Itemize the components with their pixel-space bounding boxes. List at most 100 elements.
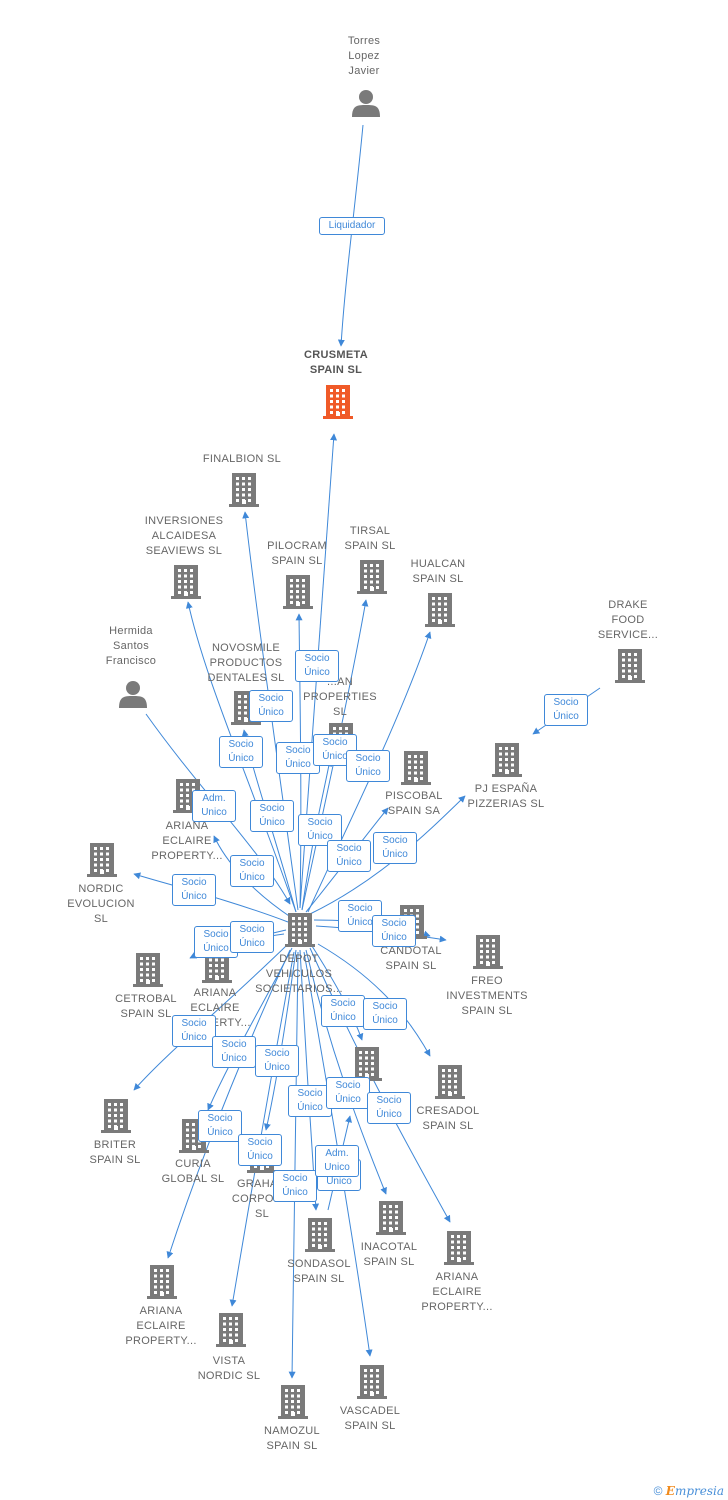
building-icon-midnode[interactable] [352, 1047, 382, 1081]
building-icon-sondasol[interactable] [305, 1218, 335, 1252]
relation-badge-hermida-depot[interactable]: Adm.Unico [192, 790, 236, 822]
relation-badge-text: Único [264, 1062, 290, 1073]
building-icon-ariana3[interactable] [444, 1231, 474, 1265]
relation-badge-midnode-sondasol[interactable]: Adm.Unico [315, 1145, 359, 1177]
node-label-finalbion[interactable]: FINALBION SL [182, 452, 302, 467]
building-icon-depot[interactable] [285, 913, 315, 947]
relation-badge-text: Único [282, 1187, 308, 1198]
relation-edge-depot-namozul [288, 951, 299, 1379]
person-icon-hermida[interactable] [119, 681, 147, 708]
relation-badge-text: Unico [324, 1162, 350, 1173]
building-icon-inacotal[interactable] [376, 1201, 406, 1235]
person-icon-torres[interactable] [352, 90, 380, 117]
building-icon-vascadel[interactable] [357, 1365, 387, 1399]
relation-badge-text: Socio [207, 1113, 233, 1124]
building-icon-crusmeta[interactable] [323, 385, 353, 419]
building-icon-freo[interactable] [473, 935, 503, 969]
building-icon-pilocram[interactable] [283, 575, 313, 609]
relation-badge-text: Único [258, 707, 284, 718]
building-icon-finalbion[interactable] [229, 473, 259, 507]
relation-badge-text: Socio [285, 745, 311, 756]
building-icon-briter[interactable] [101, 1099, 131, 1133]
building-icon-cetrobal[interactable] [133, 953, 163, 987]
relation-badge-text: Único [330, 1012, 356, 1023]
building-icon-vista[interactable] [216, 1313, 246, 1347]
building-icon-piscobal[interactable] [401, 751, 431, 785]
building-icon-tirsal[interactable] [357, 560, 387, 594]
building-icon-cresadol[interactable] [435, 1065, 465, 1099]
relation-badge-text: Socio [259, 803, 285, 814]
building-icon-hualcan[interactable] [425, 593, 455, 627]
relation-badge-text: Socio [203, 929, 229, 940]
node-label-line: CURIA [175, 1158, 211, 1170]
building-icon-drake[interactable] [615, 649, 645, 683]
node-label-line: CANDOTAL [380, 945, 442, 957]
relation-badge-text: Único [322, 751, 348, 762]
building-icon-inversiones[interactable] [171, 565, 201, 599]
relation-badge-text: Único [382, 849, 408, 860]
relation-badge-text: Socio [336, 843, 362, 854]
building-icon-ariana4[interactable] [147, 1265, 177, 1299]
copyright-notice: © Empresia [654, 1484, 724, 1498]
relation-badge-text: Socio [553, 697, 579, 708]
building-icon-nordic[interactable] [87, 843, 117, 877]
brand-initial: E [665, 1484, 675, 1498]
building-icon-namozul[interactable] [278, 1385, 308, 1419]
building-icon-pjespana[interactable] [492, 743, 522, 777]
relation-badge-text: Socio [304, 653, 330, 664]
relation-badge-text: Único [239, 938, 265, 949]
relation-badge-torres-crusmeta[interactable]: Liquidador [319, 217, 385, 235]
brand-name: mpresia [674, 1484, 724, 1498]
